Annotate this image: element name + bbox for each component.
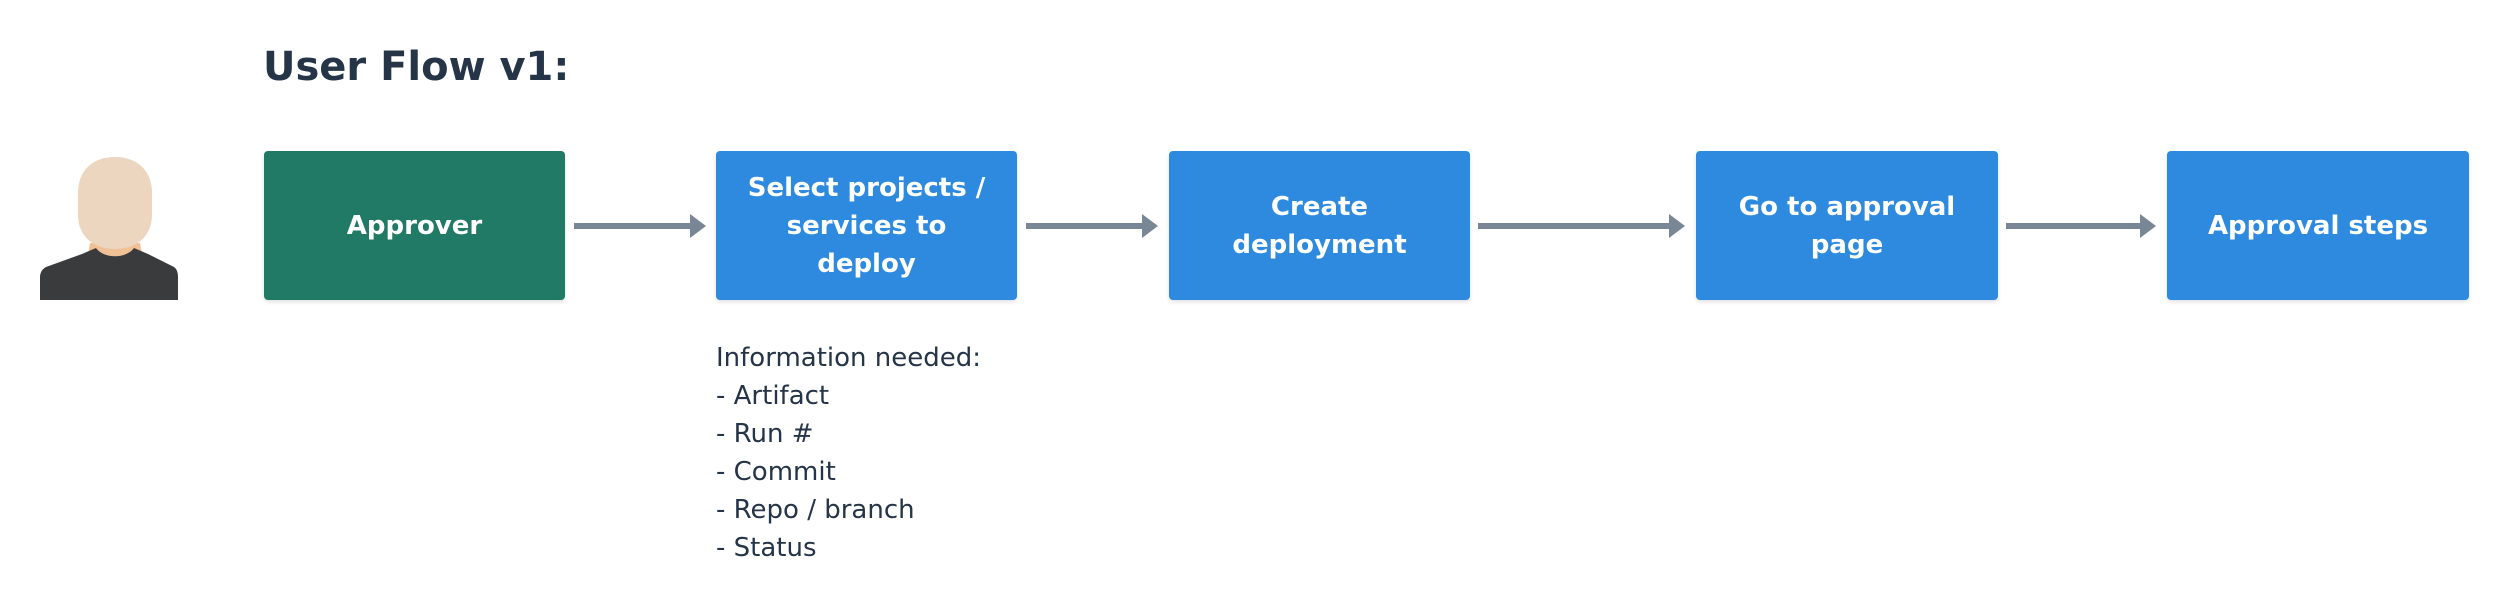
notes-item: - Run #	[716, 419, 814, 449]
right-arrow-icon	[574, 214, 706, 238]
notes-item: - Artifact	[716, 381, 830, 411]
flow-step-go-to-approval-page[interactable]: Go to approval page	[1696, 151, 1998, 300]
right-arrow-icon	[2006, 214, 2156, 238]
right-arrow-icon	[1478, 214, 1685, 238]
information-needed-notes: Information needed: - Artifact - Run # -…	[716, 339, 1076, 567]
flow-step-create-deployment[interactable]: Create deployment	[1169, 151, 1470, 300]
notes-item: - Status	[716, 533, 817, 563]
page-title: User Flow v1:	[263, 44, 570, 90]
notes-item: - Commit	[716, 457, 836, 487]
flow-step-approver[interactable]: Approver	[264, 151, 565, 300]
flow-step-select-projects[interactable]: Select projects / services to deploy	[716, 151, 1017, 300]
notes-item: - Repo / branch	[716, 495, 915, 525]
right-arrow-icon	[1026, 214, 1158, 238]
flow-step-approval-steps[interactable]: Approval steps	[2167, 151, 2469, 300]
notes-heading: Information needed:	[716, 343, 982, 373]
user-avatar-icon	[40, 157, 178, 300]
